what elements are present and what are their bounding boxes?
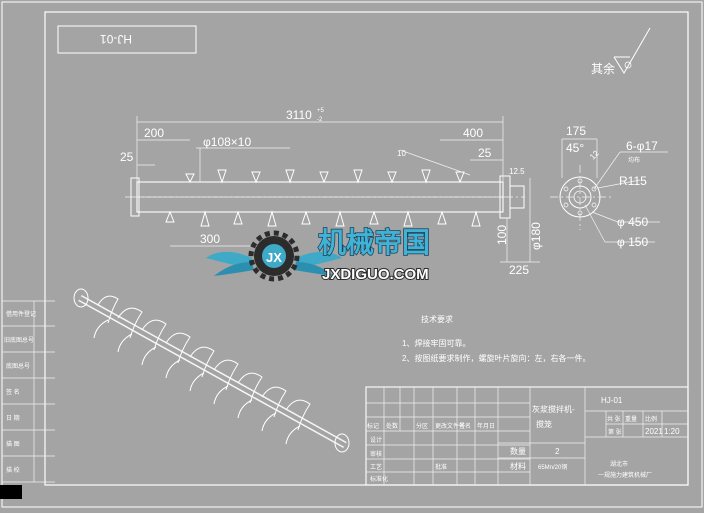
code-mirrored: HJ-01 bbox=[100, 32, 132, 46]
dim-12: 12 bbox=[588, 148, 601, 161]
row-label: 标准化 bbox=[370, 475, 388, 483]
code-box: HJ-01 bbox=[57, 25, 197, 54]
tech-title: 技术要求 bbox=[421, 314, 453, 324]
roughness-note: 其余 bbox=[591, 27, 651, 76]
left-strip-table: 借用件登记 旧底图总号 底图总号 签 名 日 期 描 图 描 校 bbox=[0, 300, 55, 499]
weight-label: 重量 bbox=[625, 415, 637, 423]
row-label: 工艺 bbox=[370, 463, 382, 471]
rev-header: 处数 bbox=[386, 422, 398, 430]
title-block: 标记 处数 分区 更改文件号 签名 年月日 设计 审核 工艺 标准化 批准 灰浆… bbox=[365, 386, 689, 486]
dim-100: 100 bbox=[495, 225, 509, 245]
roughness-symbol bbox=[613, 27, 651, 74]
part-name-2: 搅笼 bbox=[536, 419, 552, 429]
strip-label: 描 图 bbox=[6, 440, 20, 448]
material-value: 65Mn/20钢 bbox=[538, 463, 567, 471]
strip-label: 旧底图总号 bbox=[4, 336, 34, 344]
tech-item: 1、焊接牢固可靠。 bbox=[402, 338, 470, 348]
row-label: 批准 bbox=[435, 463, 447, 471]
watermark-title: 机械帝国 bbox=[318, 226, 430, 258]
dim-holes: 6-φ17 bbox=[626, 139, 658, 153]
dim-overall-text: 3110 bbox=[286, 108, 312, 122]
dim-tolerance-lower: -2 bbox=[317, 117, 323, 123]
dim-tolerance-upper: +5 bbox=[317, 108, 325, 114]
dim-300: 300 bbox=[200, 232, 220, 246]
company-2: 一规施力建筑机械厂 bbox=[598, 471, 652, 479]
strip-label: 借用件登记 bbox=[6, 310, 36, 318]
year-value: 2021 bbox=[645, 427, 663, 436]
dim-175: 175 bbox=[566, 124, 586, 138]
rev-header: 年月日 bbox=[477, 422, 495, 430]
black-marker bbox=[0, 485, 22, 499]
flange-end-view: 175 45° 12 6-φ17 均布 R115 φ 450 φ 150 bbox=[550, 124, 668, 249]
qty-label: 数量 bbox=[510, 446, 526, 456]
dim-450: φ 450 bbox=[617, 215, 648, 229]
dim-180: φ180 bbox=[529, 222, 543, 250]
part-name-1: 灰浆搅拌机- bbox=[532, 404, 575, 414]
tech-item: 2、按图纸要求制作，螺旋叶片旋向：左，右各一件。 bbox=[402, 353, 590, 363]
rev-header: 更改文件号 bbox=[435, 422, 465, 430]
rev-header: 分区 bbox=[416, 422, 428, 430]
watermark-subtitle: JXDIGUO.COM bbox=[322, 266, 429, 283]
rev-header: 签名 bbox=[459, 422, 471, 430]
shaft-front-view: 3110 +5 -2 200 400 φ108×10 25 25 12.5 10… bbox=[120, 108, 543, 277]
scale-label: 比例 bbox=[645, 415, 657, 423]
watermark-logo: JX 机械帝国 JXDIGUO.COM bbox=[206, 225, 431, 284]
blades-bottom bbox=[165, 210, 481, 227]
dim-12-5: 12.5 bbox=[509, 167, 525, 176]
dim-25-right: 25 bbox=[478, 146, 492, 160]
strip-label: 底图总号 bbox=[6, 362, 30, 370]
dim-200: 200 bbox=[144, 126, 164, 140]
dim-225: 225 bbox=[509, 263, 529, 277]
roughness-text: 其余 bbox=[591, 61, 615, 76]
tech-requirements: 技术要求 1、焊接牢固可靠。 2、按图纸要求制作，螺旋叶片旋向：左，右各一件。 bbox=[402, 314, 590, 363]
dim-r115: R115 bbox=[619, 174, 647, 188]
dim-10: 10 bbox=[397, 149, 406, 158]
row-label: 设计 bbox=[370, 436, 382, 444]
strip-label: 描 校 bbox=[6, 466, 20, 474]
scale-value: 1:20 bbox=[664, 427, 680, 436]
qty-value: 2 bbox=[555, 447, 560, 456]
material-label: 材料 bbox=[510, 461, 526, 471]
company-1: 湖北市 bbox=[610, 460, 628, 468]
sheet-label: 第 张 bbox=[608, 428, 622, 436]
strip-label: 签 名 bbox=[6, 388, 20, 396]
strip-label: 日 期 bbox=[6, 414, 20, 422]
row-label: 审核 bbox=[370, 450, 382, 458]
isometric-auger bbox=[73, 288, 350, 453]
sheets-label: 共 张 bbox=[607, 415, 621, 423]
dim-150: φ 150 bbox=[617, 235, 648, 249]
dim-25-left: 25 bbox=[120, 150, 134, 164]
dim-holes-sub: 均布 bbox=[628, 156, 640, 164]
blades-top bbox=[185, 169, 465, 184]
logo-mark: JX bbox=[266, 250, 282, 265]
dim-45: 45° bbox=[566, 141, 584, 155]
dim-400: 400 bbox=[463, 126, 483, 140]
dim-pipe: φ108×10 bbox=[203, 135, 251, 149]
rev-header: 标记 bbox=[367, 422, 379, 430]
code-value: HJ-01 bbox=[601, 396, 623, 405]
